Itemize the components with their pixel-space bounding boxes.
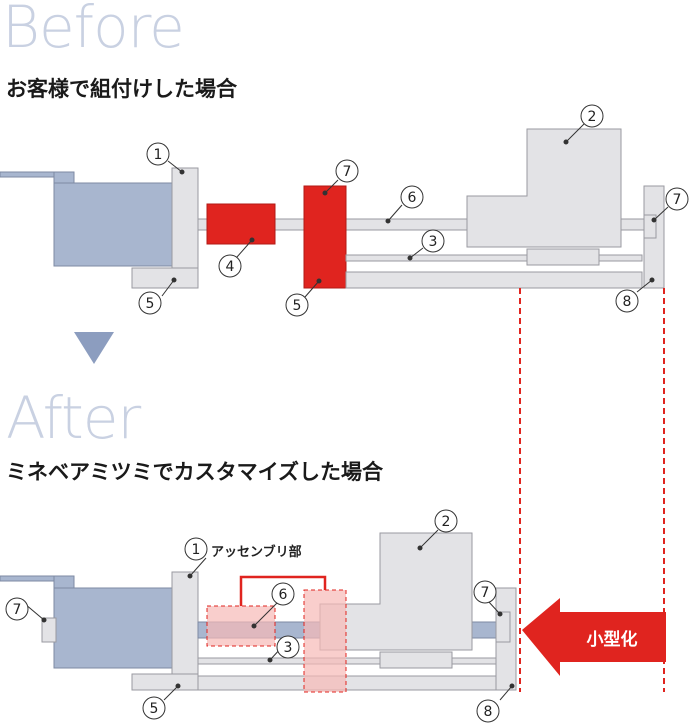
callout-7b: 7 <box>473 580 497 604</box>
svg-text:7: 7 <box>343 164 352 180</box>
slider-foot <box>526 248 600 266</box>
svg-text:6: 6 <box>408 190 417 206</box>
assembly-label: アッセンブリ部 <box>211 544 302 560</box>
callout-5a: 5 <box>138 291 162 315</box>
callout-7b: 7 <box>665 187 689 211</box>
svg-text:7: 7 <box>673 192 682 208</box>
svg-text:2: 2 <box>588 109 597 125</box>
stepping-motor <box>53 182 175 267</box>
coupling <box>206 203 276 245</box>
rear-bearing <box>41 617 57 643</box>
end-bearing <box>495 611 511 643</box>
svg-text:5: 5 <box>150 701 159 717</box>
miniaturization-badge: 小型化 <box>522 598 666 676</box>
svg-text:6: 6 <box>279 587 288 603</box>
guide-rod <box>345 254 643 262</box>
svg-text:7: 7 <box>13 602 22 618</box>
base-plate <box>345 271 643 289</box>
callout-3: 3 <box>276 635 300 659</box>
slider-foot <box>379 651 453 669</box>
callout-7a: 7 <box>5 597 29 621</box>
callout-6: 6 <box>400 185 424 209</box>
motor-shaft-stub <box>0 575 59 582</box>
stepping-motor <box>53 587 175 669</box>
bearing-bracket-red <box>303 185 347 289</box>
after-diagram: 1 2 3 5 6 7 7 8 アッセンブリ部 <box>0 509 517 723</box>
svg-text:3: 3 <box>429 234 438 250</box>
before-heading: Before <box>2 0 185 61</box>
before-subheading: お客様で組付けした場合 <box>6 77 237 101</box>
svg-text:2: 2 <box>442 514 451 530</box>
after-callouts: 1 2 3 5 6 7 7 8 <box>5 509 500 723</box>
svg-text:5: 5 <box>293 298 302 314</box>
callout-2: 2 <box>434 509 458 533</box>
callout-5b: 5 <box>285 293 309 317</box>
callout-8: 8 <box>615 289 639 313</box>
slider-block <box>466 128 622 248</box>
svg-text:3: 3 <box>284 640 293 656</box>
callout-6: 6 <box>271 582 295 606</box>
motor-shaft-stub <box>0 171 57 178</box>
svg-text:8: 8 <box>484 704 493 720</box>
after-subheading: ミネベアミツミでカスタマイズした場合 <box>6 460 383 484</box>
bracket-base <box>131 673 199 691</box>
svg-text:4: 4 <box>226 259 235 275</box>
assembly-coupling-area <box>206 605 276 647</box>
base-plate <box>197 675 497 691</box>
down-arrow-icon <box>74 332 114 364</box>
assembly-bracket-area <box>303 589 347 693</box>
before-diagram: 1 2 3 4 5 5 6 7 7 8 <box>0 104 689 317</box>
callout-4: 4 <box>218 254 242 278</box>
svg-text:1: 1 <box>192 542 201 558</box>
assembly-bracket-line <box>239 575 327 606</box>
motor-bracket <box>171 571 199 691</box>
motor-connector <box>53 575 75 590</box>
before-callouts: 1 2 3 4 5 5 6 7 7 8 <box>138 104 689 317</box>
callout-7a: 7 <box>335 159 359 183</box>
left-arrow-icon <box>522 598 666 676</box>
callout-2: 2 <box>580 104 604 128</box>
svg-text:1: 1 <box>154 147 163 163</box>
callout-8: 8 <box>476 699 500 723</box>
callout-3: 3 <box>421 229 445 253</box>
callout-5: 5 <box>142 696 166 720</box>
badge-label: 小型化 <box>587 629 638 650</box>
svg-text:7: 7 <box>481 585 490 601</box>
callout-1: 1 <box>146 142 170 166</box>
svg-text:5: 5 <box>146 296 155 312</box>
callout-1: 1 <box>184 537 208 561</box>
bracket-base <box>131 267 199 289</box>
svg-text:8: 8 <box>623 294 632 310</box>
after-heading: After <box>6 384 141 452</box>
